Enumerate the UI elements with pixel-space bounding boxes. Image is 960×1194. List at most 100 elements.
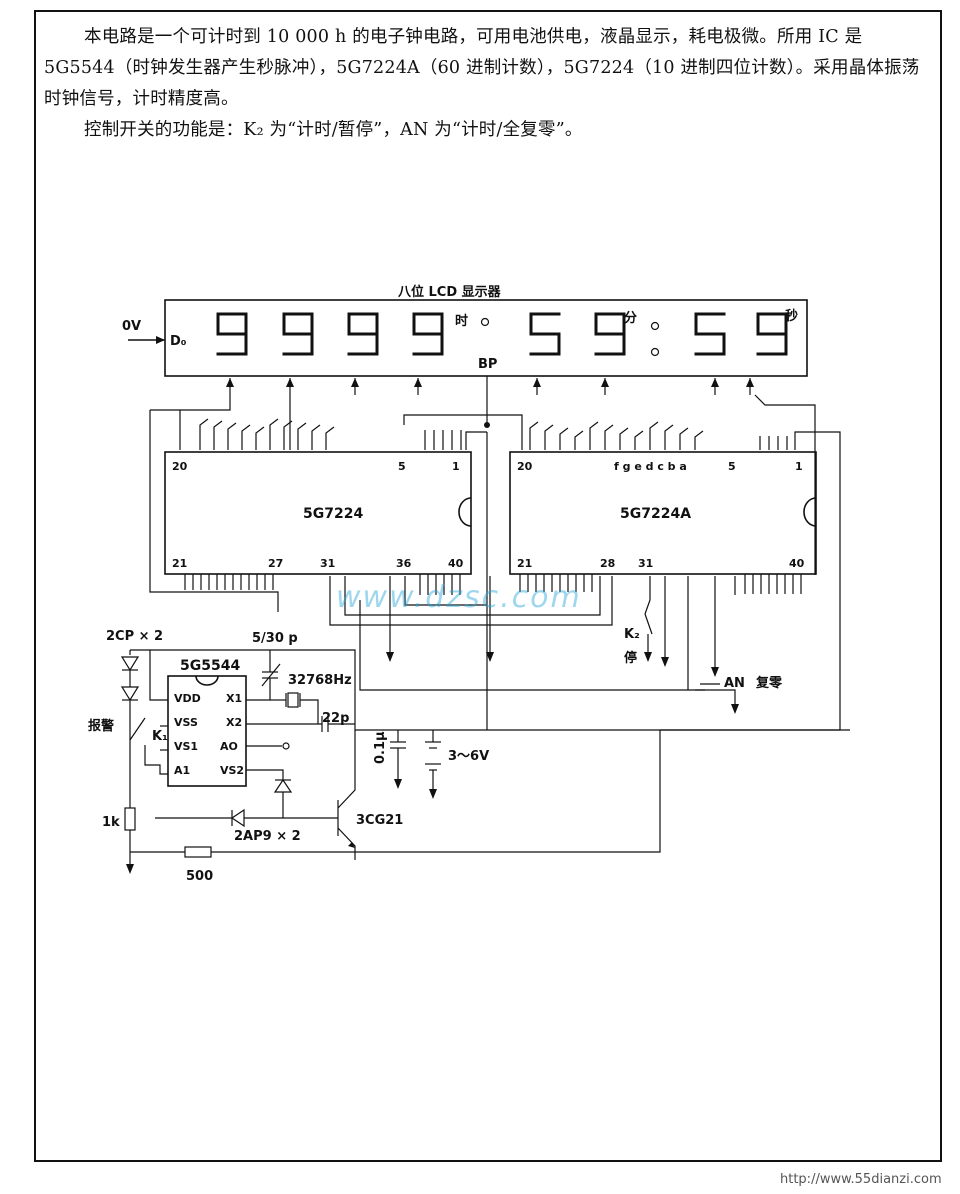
right-top-pin-0 <box>529 421 539 450</box>
watermark: www.dzsc.com <box>336 580 582 615</box>
pause-label: 停 <box>624 650 637 666</box>
right-top-pin-9 <box>664 424 674 450</box>
lcd-display-box <box>164 299 808 377</box>
transistor-label: 3CG21 <box>356 813 403 828</box>
lcd-digit-3 <box>347 312 379 356</box>
intro-paragraph-2: 控制开关的功能是：K₂ 为“计时/暂停”，AN 为“计时/全复零”。 <box>84 120 583 140</box>
left-pin-1: 1 <box>452 460 460 473</box>
right-top-pin-10 <box>679 427 689 450</box>
right-top-pin-3 <box>574 430 584 450</box>
hour-label: 时 <box>455 313 468 329</box>
diodes-bottom-label: 2AP9 × 2 <box>234 829 301 844</box>
clock-pin-vs1: VS1 <box>174 740 198 753</box>
display-title: 八位 LCD 显示器 <box>397 284 502 300</box>
bus-wiring <box>149 394 841 731</box>
an-label: AN <box>724 676 745 691</box>
right-top-pin-1 <box>544 424 554 450</box>
k1-switch[interactable] <box>129 717 146 741</box>
k2-switch[interactable] <box>644 613 653 635</box>
right-pin-28: 28 <box>600 557 615 570</box>
zero-volt-label: 0V <box>122 319 141 334</box>
chip-5g5544 <box>167 675 247 787</box>
reset-label: 复零 <box>755 675 783 691</box>
bp-label: BP <box>478 357 497 372</box>
crystal-label: 32768Hz <box>288 673 352 688</box>
display-drive-wires <box>226 376 754 450</box>
lcd-digits <box>216 312 788 356</box>
right-top-pin-6 <box>619 427 629 450</box>
left-pin-20: 20 <box>172 460 188 473</box>
clock-pin-a1: A1 <box>174 764 190 777</box>
colon-dot-hour <box>480 317 490 327</box>
right-top-pin-4 <box>589 421 599 450</box>
chip-pin-wiring <box>184 418 802 595</box>
d0-arrow-icon <box>156 336 165 344</box>
chip-5g7224a-name: 5G7224A <box>620 506 691 522</box>
left-pin-36: 36 <box>396 557 412 570</box>
left-pin-40: 40 <box>448 557 464 570</box>
right-pin-5: 5 <box>728 460 736 473</box>
right-top-pin-7 <box>634 430 644 450</box>
right-pin-20: 20 <box>517 460 533 473</box>
left-top-pin-3 <box>241 424 251 450</box>
oscillator-network <box>230 650 441 860</box>
clock-pin-x2: X2 <box>226 716 242 729</box>
right-top-pin-8 <box>649 421 659 450</box>
left-top-pin-0 <box>199 418 209 450</box>
chip-5g7224a-notch <box>803 497 817 527</box>
left-top-pin-2 <box>227 422 237 450</box>
right-top-pin-5 <box>604 424 614 450</box>
colon-dot-min-bottom <box>650 347 660 357</box>
an-reset-wire <box>695 689 736 712</box>
chip-5g7224 <box>164 451 472 575</box>
diode-1-icon <box>120 656 140 672</box>
lcd-digit-5 <box>529 312 561 356</box>
left-top-pin-5 <box>269 418 279 450</box>
left-pin-21: 21 <box>172 557 187 570</box>
right-top-pin-11 <box>694 430 704 450</box>
resistor-500-label: 500 <box>186 869 213 884</box>
intro-text: 本电路是一个可计时到 10 000 h 的电子钟电路，可用电池供电，液晶显示，耗… <box>44 22 924 146</box>
lcd-digit-7 <box>694 312 726 356</box>
second-label: 秒 <box>785 308 798 324</box>
chip-5g5544-notch <box>195 675 219 686</box>
chip-5g5544-name: 5G5544 <box>180 658 240 674</box>
right-top-pin-2 <box>559 427 569 450</box>
k2-label: K₂ <box>624 627 640 642</box>
diagram-frame <box>34 10 942 1162</box>
right-segment-pins: f g e d c b a <box>614 460 687 473</box>
diode-2-icon <box>120 686 140 702</box>
left-top-pin-8 <box>311 424 321 450</box>
left-pin-27: 27 <box>268 557 283 570</box>
trim-cap-label: 5/30 p <box>252 631 298 646</box>
resistor-1k-icon <box>124 807 136 831</box>
colon-dot-min-top <box>650 321 660 331</box>
left-top-pin-9 <box>325 426 335 450</box>
left-supply-rail <box>120 649 850 874</box>
resistor-1k-label: 1k <box>102 815 120 830</box>
lcd-digit-6 <box>594 312 626 356</box>
left-pin-31: 31 <box>320 557 335 570</box>
source-url: http://www.55dianzi.com <box>780 1172 942 1187</box>
left-pin-5: 5 <box>398 460 406 473</box>
chip-5g7224-name: 5G7224 <box>303 506 363 522</box>
cap-01u-label: 0.1μ <box>373 731 388 764</box>
resistor-500-icon <box>184 846 212 858</box>
chip-5g7224a <box>509 451 817 575</box>
left-top-pin-7 <box>297 422 307 450</box>
cap-22p-label: 22p <box>322 711 349 726</box>
battery-label: 3～6V <box>448 749 489 764</box>
clock-pin-vss: VSS <box>174 716 198 729</box>
clock-pin-ao: AO <box>220 740 238 753</box>
right-pin-31: 31 <box>638 557 653 570</box>
crystal-icon <box>287 692 299 708</box>
k1-label: K₁ <box>152 729 168 744</box>
lcd-digit-4 <box>412 312 444 356</box>
clock-pin-vs2: VS2 <box>220 764 244 777</box>
lcd-digit-1 <box>216 312 248 356</box>
clock-pin-vdd: VDD <box>174 692 201 705</box>
left-top-pin-6 <box>283 420 293 450</box>
d0-pin-label: D₀ <box>170 334 187 349</box>
diodes-top-label: 2CP × 2 <box>106 629 163 644</box>
